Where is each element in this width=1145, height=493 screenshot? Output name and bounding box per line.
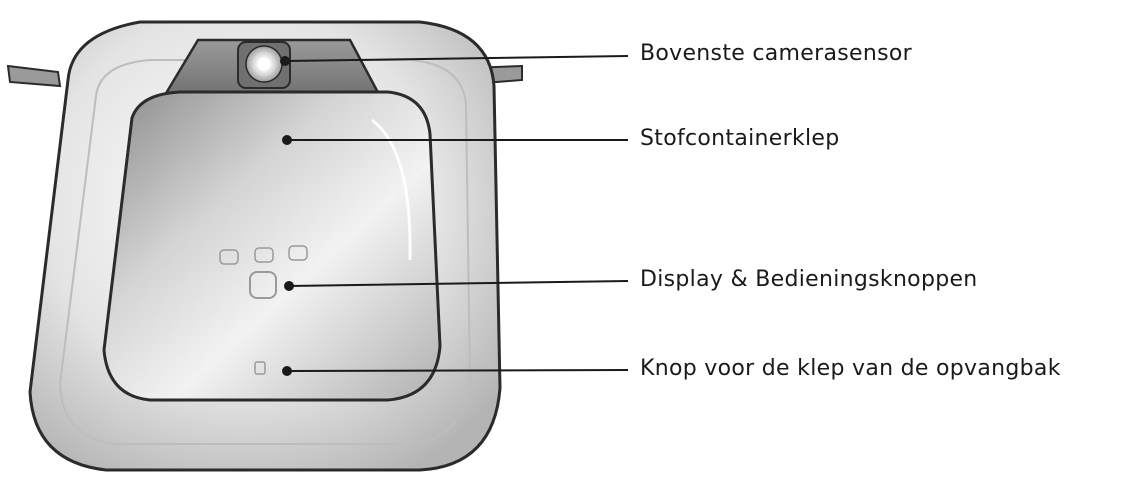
- lid-release-button: [254, 361, 266, 375]
- lid-reflection: [371, 118, 412, 261]
- leader-camera: [284, 55, 629, 62]
- label-top-camera-sensor: Bovenste camerasensor: [640, 41, 912, 66]
- mode-button: [219, 249, 239, 265]
- clean-button: [288, 245, 308, 261]
- leader-display: [288, 280, 629, 287]
- side-brush-left: [6, 64, 62, 88]
- top-camera-lens: [237, 41, 291, 89]
- label-display-controls: Display & Bedieningsknoppen: [640, 267, 978, 292]
- dust-container-lid: [102, 90, 442, 402]
- body-inner-rim: [58, 59, 472, 445]
- start-stop-button: [249, 271, 277, 299]
- label-dust-container-lid: Stofcontainerklep: [640, 126, 840, 151]
- home-button: [254, 247, 274, 263]
- leader-button: [286, 369, 629, 372]
- leader-lines: [280, 55, 629, 376]
- control-panel: [219, 245, 308, 299]
- label-lid-release-button: Knop voor de klep van de opvangbak: [640, 356, 1061, 381]
